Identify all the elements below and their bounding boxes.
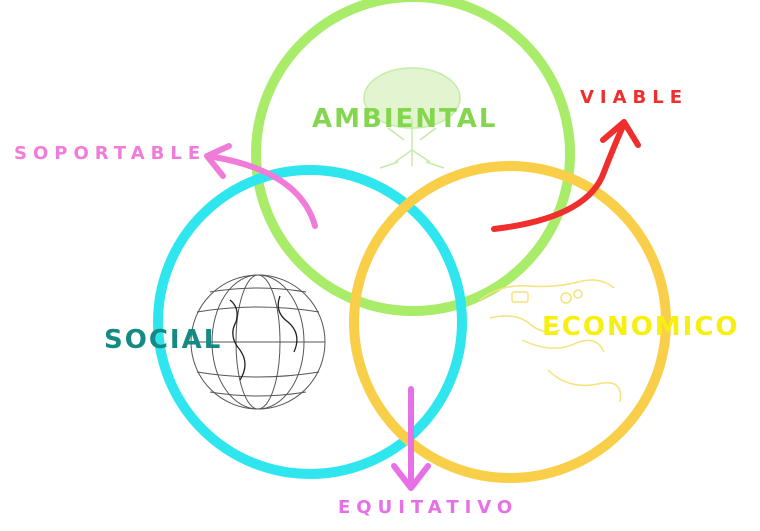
economico-circle [349, 161, 671, 483]
ambiental-circle [251, 0, 575, 316]
tree-icon [363, 67, 461, 169]
ambiental-label: AMBIENTAL [312, 104, 498, 134]
viable-arrow [491, 119, 641, 232]
hands-money-icon [479, 279, 622, 403]
soportable-label: SOPORTABLE [14, 143, 207, 164]
soportable-arrow [204, 143, 318, 229]
social-label: SOCIAL [104, 325, 223, 355]
equitativo-arrow [391, 386, 431, 491]
equitativo-label: EQUITATIVO [338, 497, 519, 518]
social-circle [153, 165, 467, 479]
economico-label: ECONOMICO [542, 312, 740, 342]
globe-icon [190, 274, 326, 410]
viable-label: VIABLE [580, 87, 689, 108]
